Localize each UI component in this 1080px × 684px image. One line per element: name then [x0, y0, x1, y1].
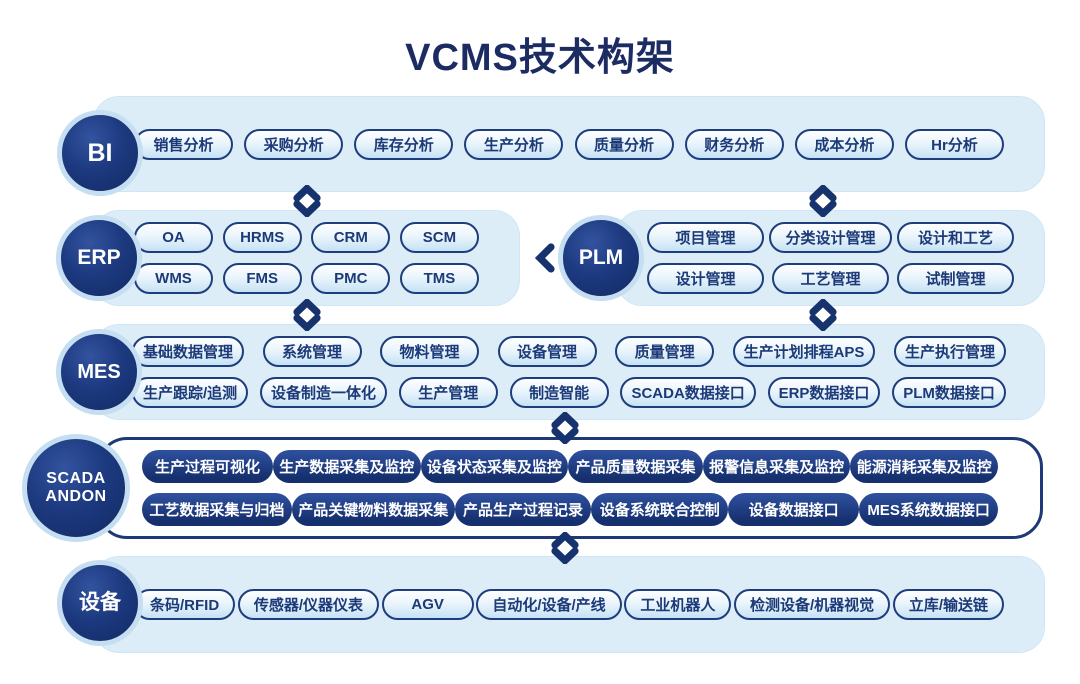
bi-pill: 销售分析 [134, 128, 233, 160]
plm-pill: 设计和工艺 [896, 221, 1014, 253]
erp-pill: CRM [311, 221, 391, 253]
scada-pill: MES系统数据接口 [859, 493, 999, 526]
mes-layer-panel: 基础数据管理系统管理物料管理设备管理质量管理生产计划排程APS 生产执行管理生产跟… [93, 324, 1045, 420]
scada-pill: 设备系统联合控制 [591, 493, 729, 526]
devices-pill: 传感器/仪器仪表 [237, 589, 379, 620]
scada-pill: 报警信息采集及监控 [702, 450, 851, 483]
erp-pill: SCM [399, 221, 479, 253]
erp-pill: FMS [222, 263, 302, 295]
left-arrow-icon-erp-plm [533, 242, 557, 279]
bi-pill: 生产分析 [464, 128, 564, 160]
bidirectional-arrow-icon-erp-mes [293, 297, 321, 336]
scada-pill: 工艺数据采集与归档 [142, 493, 292, 526]
scada-pill-rows: 生产过程可视化生产数据采集及监控设备状态采集及监控产品质量数据采集报警信息采集及… [100, 440, 1040, 536]
erp-badge: ERP [56, 215, 142, 301]
bi-layer-panel: 销售分析采购分析库存分析生产分析质量分析财务分析成本分析 Hr分析 [93, 96, 1045, 192]
bi-pill: 库存分析 [354, 128, 454, 160]
plm-layer-panel: 项目管理分类设计管理设计和工艺设计管理工艺管理试制管理 [616, 210, 1045, 306]
devices-pill: 自动化/设备/产线 [476, 589, 622, 620]
bi-pill-row: 销售分析采购分析库存分析生产分析质量分析财务分析成本分析 Hr分析 [134, 128, 1004, 160]
erp-pill: PMC [311, 263, 391, 295]
scada-pill: 设备数据接口 [728, 493, 860, 526]
plm-pill: 工艺管理 [772, 263, 889, 295]
devices-pill: 检测设备/机器视觉 [733, 589, 891, 620]
mes-pill: PLM数据接口 [892, 377, 1006, 409]
plm-badge: PLM [558, 215, 644, 301]
devices-pill: AGV [381, 589, 474, 620]
bi-badge: BI [57, 110, 143, 196]
mes-pill: 生产管理 [398, 377, 498, 409]
plm-pill: 项目管理 [647, 221, 764, 253]
scada-badge-line: SCADA [46, 469, 106, 487]
mes-pill: 设备制造一体化 [259, 377, 387, 409]
scada-pill-row: 生产过程可视化生产数据采集及监控设备状态采集及监控产品质量数据采集报警信息采集及… [142, 450, 998, 483]
scada-pill: 能源消耗采集及监控 [850, 450, 998, 483]
scada-pill: 产品生产过程记录 [454, 493, 592, 526]
scada-pill: 生产数据采集及监控 [273, 450, 421, 483]
devices-badge: 设备 [57, 560, 143, 646]
bi-pill-rows: 销售分析采购分析库存分析生产分析质量分析财务分析成本分析 Hr分析 [94, 97, 1044, 191]
mes-pill: 生产计划排程APS [732, 335, 876, 367]
page-title: VCMS技术构架 [405, 37, 675, 79]
plm-pill: 试制管理 [897, 263, 1014, 295]
bi-pill: Hr分析 [904, 128, 1004, 160]
plm-pill-rows: 项目管理分类设计管理设计和工艺设计管理工艺管理试制管理 [617, 211, 1044, 305]
mes-pill: 设备管理 [497, 335, 597, 367]
plm-pill: 设计管理 [647, 263, 764, 295]
scada-pill: 设备状态采集及监控 [420, 450, 569, 483]
mes-pill: 系统管理 [262, 335, 362, 367]
mes-pill-rows: 基础数据管理系统管理物料管理设备管理质量管理生产计划排程APS 生产执行管理生产跟… [94, 325, 1044, 419]
scada-pill: 生产过程可视化 [142, 450, 273, 483]
bidirectional-arrow-icon-mes-scada [551, 410, 579, 449]
plm-pill-row: 设计管理工艺管理试制管理 [647, 263, 1014, 295]
devices-pill: 立库/输送链 [892, 589, 1004, 620]
scada-pill: 产品关键物料数据采集 [291, 493, 455, 526]
bi-pill: 采购分析 [244, 128, 344, 160]
mes-pill: SCADA数据接口 [620, 377, 756, 409]
bidirectional-arrow-icon-bi-plm [809, 183, 837, 222]
plm-pill-row: 项目管理分类设计管理设计和工艺 [647, 221, 1014, 253]
mes-badge: MES [56, 329, 142, 415]
mes-pill-row: 基础数据管理系统管理物料管理设备管理质量管理生产计划排程APS 生产执行管理 [132, 335, 1006, 367]
mes-pill: 生产跟踪/追测 [132, 377, 249, 409]
mes-pill: 质量管理 [615, 335, 715, 367]
erp-pill: OA [134, 221, 213, 253]
bidirectional-arrow-icon-plm-mes [809, 297, 837, 336]
bidirectional-arrow-icon-bi-erp [293, 183, 321, 222]
mes-pill: 基础数据管理 [132, 335, 245, 367]
scada-pill-row: 工艺数据采集与归档产品关键物料数据采集产品生产过程记录设备系统联合控制设备数据接… [142, 493, 999, 526]
scada-badge-line: ANDON [45, 488, 107, 505]
erp-pill: TMS [399, 263, 479, 295]
mes-pill: ERP数据接口 [767, 377, 881, 409]
erp-pill: HRMS [222, 221, 302, 253]
scada-layer-panel: 生产过程可视化生产数据采集及监控设备状态采集及监控产品质量数据采集报警信息采集及… [97, 437, 1043, 539]
devices-pill: 工业机器人 [624, 589, 732, 620]
mes-pill: 生产执行管理 [893, 335, 1006, 367]
mes-pill: 物料管理 [380, 335, 480, 367]
scada-pill: 产品质量数据采集 [568, 450, 703, 483]
plm-pill: 分类设计管理 [769, 221, 892, 253]
bidirectional-arrow-icon-scada-devices [551, 530, 579, 569]
devices-pill: 条码/RFID [134, 589, 236, 620]
bi-pill: 质量分析 [574, 128, 674, 160]
mes-pill-row: 生产跟踪/追测设备制造一体化生产管理制造智能 SCADA数据接口 ERP数据接口 PL… [132, 377, 1006, 409]
bi-pill: 成本分析 [794, 128, 894, 160]
bi-pill: 财务分析 [684, 128, 784, 160]
erp-pill: WMS [134, 263, 213, 295]
mes-pill: 制造智能 [509, 377, 609, 409]
